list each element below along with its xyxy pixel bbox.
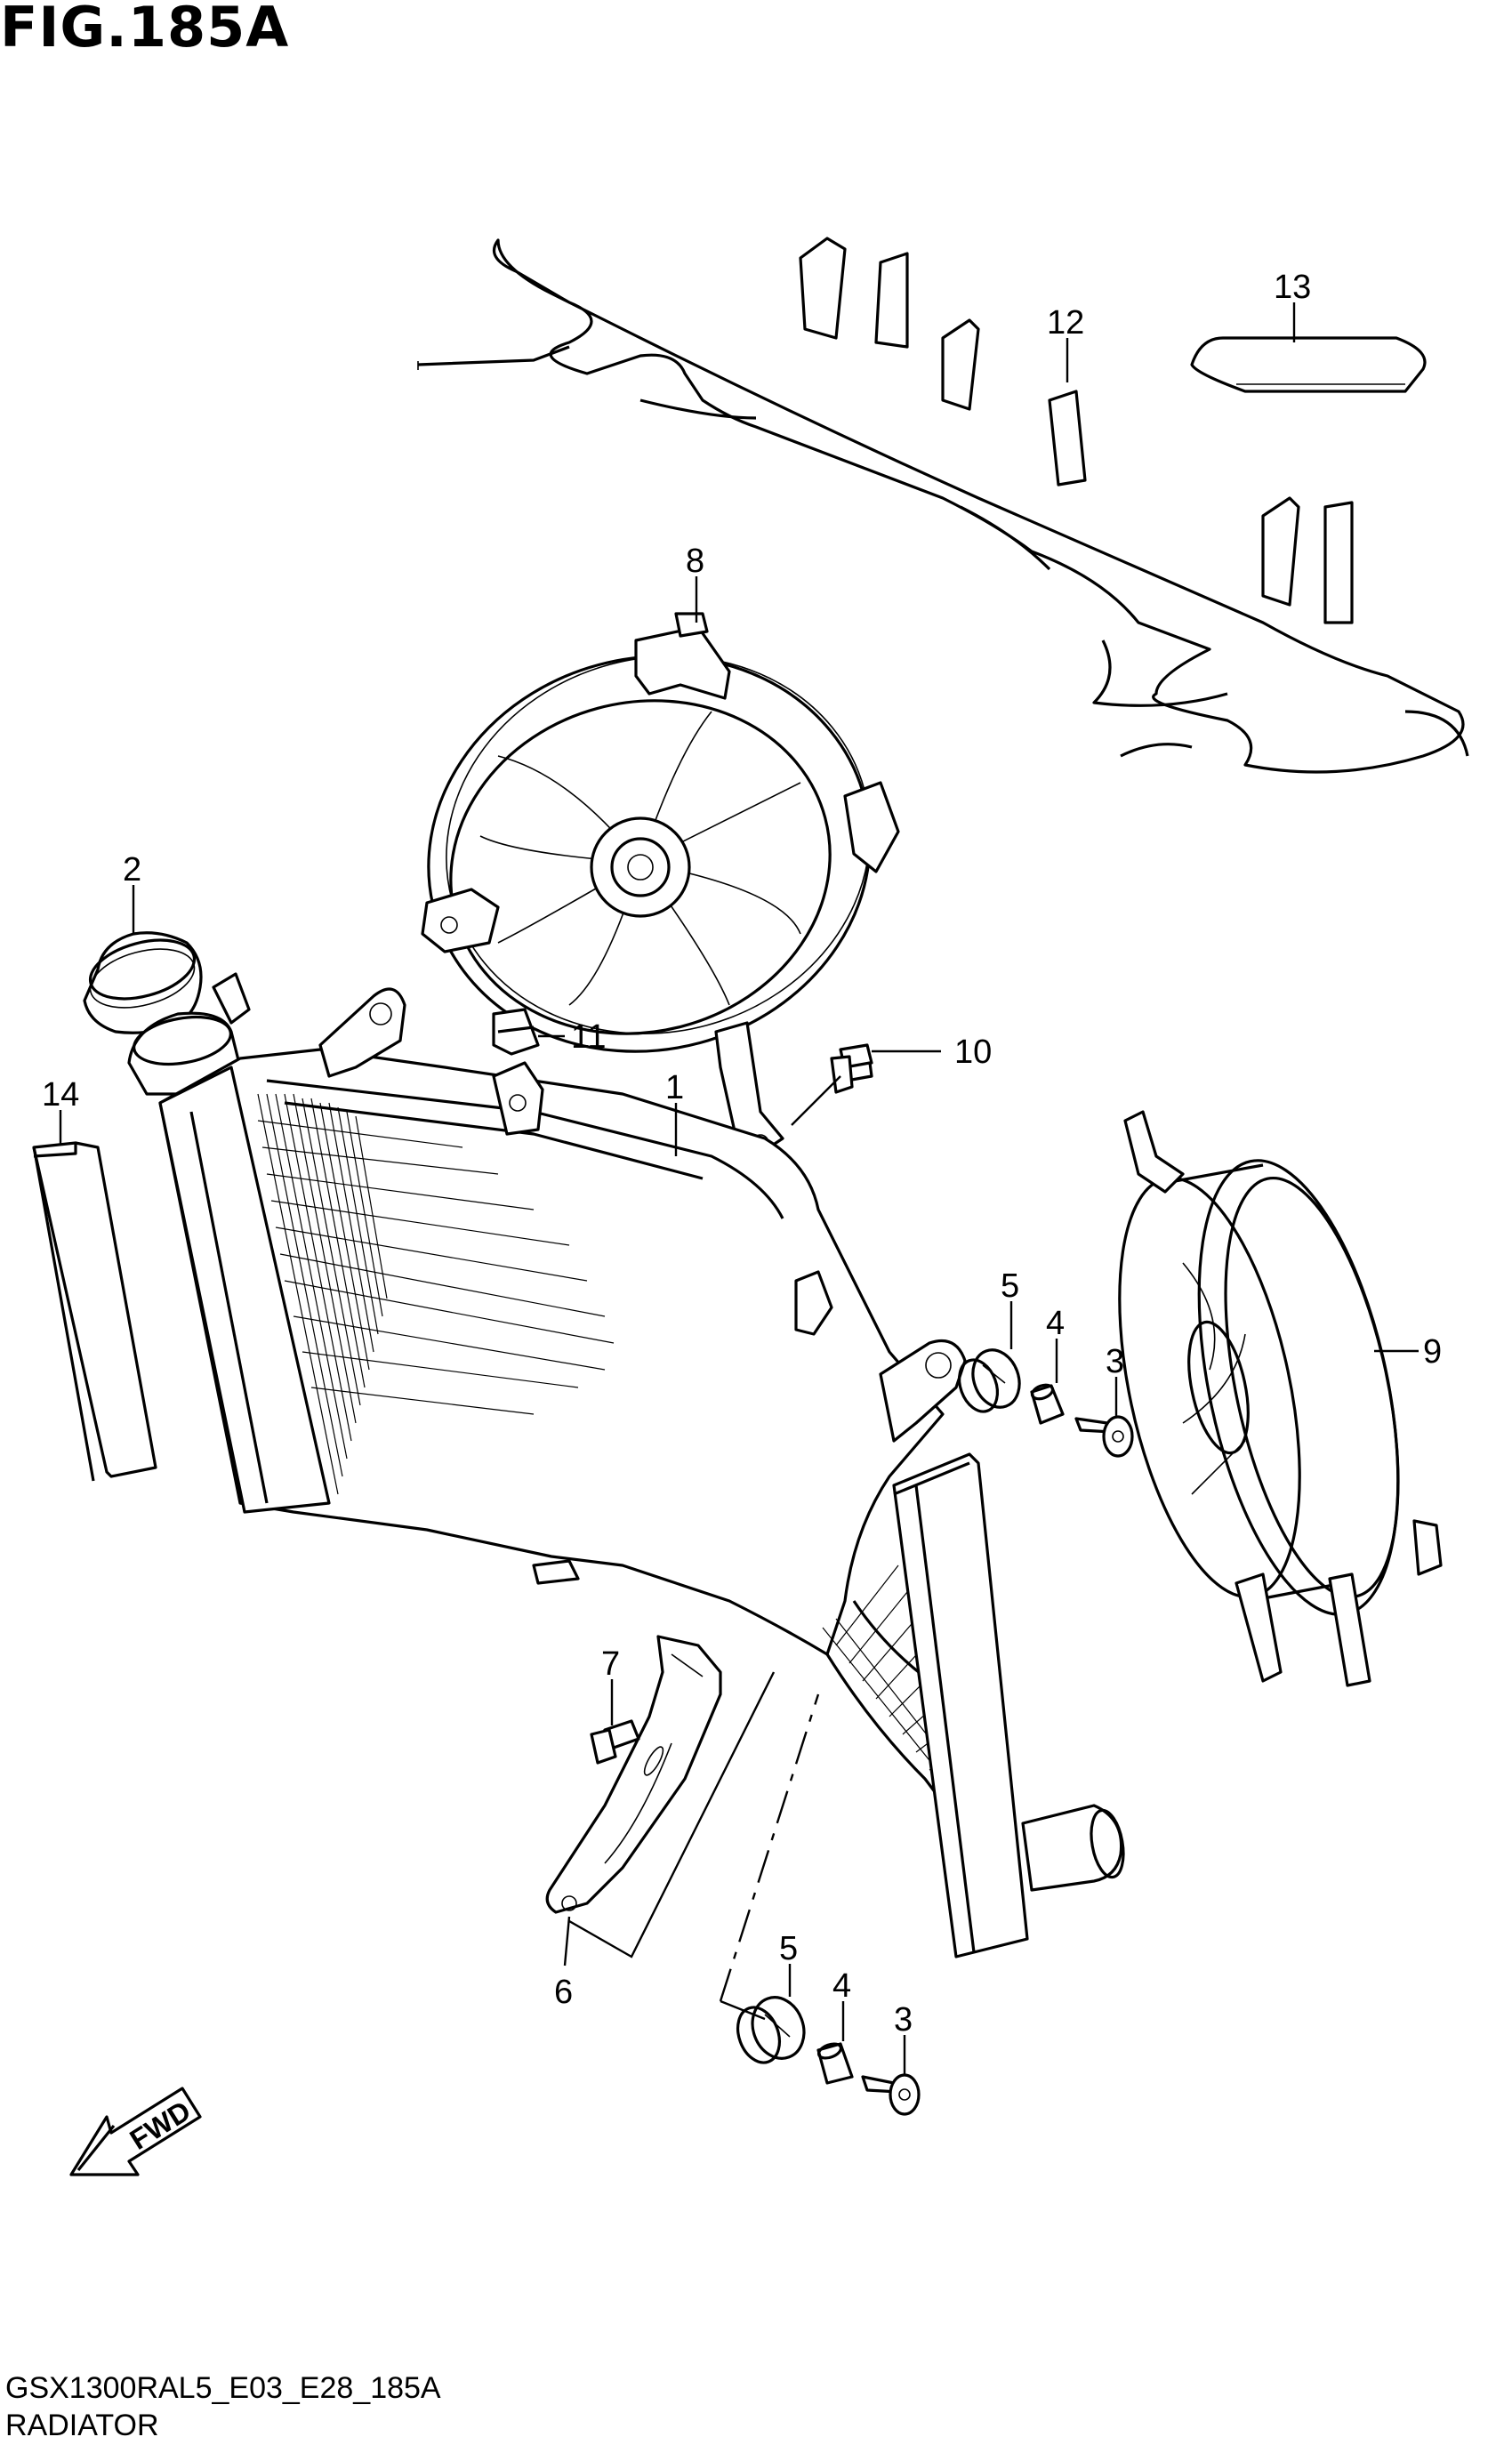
bolt-part-3-upper <box>1074 1415 1134 1458</box>
bracket-part-6 <box>545 1635 722 1914</box>
bolt-part-7 <box>590 1719 640 1765</box>
callout-4-upper: 4 <box>1046 1305 1065 1342</box>
radiator-core-part-1 <box>127 972 1125 1958</box>
cooling-fan-part-9 <box>1118 1110 1443 1687</box>
callout-5-upper: 5 <box>1001 1267 1019 1305</box>
callout-4-lower: 4 <box>832 1967 851 2005</box>
callout-10: 10 <box>954 1033 992 1071</box>
callout-12: 12 <box>1047 304 1084 342</box>
callout-9: 9 <box>1423 1333 1442 1371</box>
callout-3-upper: 3 <box>1106 1343 1124 1380</box>
drawing-name: RADIATOR <box>5 2409 159 2442</box>
clip-nut-part-11 <box>492 1008 540 1056</box>
callout-3-lower: 3 <box>894 2001 913 2039</box>
callout-14: 14 <box>42 1076 79 1114</box>
callout-6: 6 <box>554 1974 573 2011</box>
foam-strip-part-14 <box>32 1141 157 1482</box>
collar-part-4-upper <box>1030 1383 1065 1425</box>
callout-numbers: 1 2 3 3 4 4 5 5 6 7 8 9 10 11 12 13 14 <box>42 269 1442 2039</box>
callout-11: 11 <box>571 1018 606 1056</box>
core-fins-upper <box>257 1093 615 1495</box>
callout-1: 1 <box>665 1069 684 1106</box>
collar-part-4-lower <box>816 2042 854 2085</box>
label-part-13 <box>1190 336 1427 393</box>
callout-5-lower: 5 <box>779 1930 798 1967</box>
grommet-part-5-lower <box>736 1996 806 2064</box>
shroud-cover-part-12 <box>417 237 1469 774</box>
callout-7: 7 <box>601 1645 620 1683</box>
bolt-part-3-lower <box>861 2073 921 2116</box>
callout-13: 13 <box>1274 269 1311 306</box>
figure-title: FIG.185A <box>0 0 290 60</box>
callout-2: 2 <box>123 851 141 889</box>
cooling-fan-part-8 <box>421 612 900 1158</box>
drawing-code: GSX1300RAL5_E03_E28_185A <box>5 2371 441 2405</box>
grommet-part-5-upper <box>957 1348 1021 1413</box>
forward-direction-arrow: FWD <box>69 2087 202 2176</box>
callout-8: 8 <box>686 543 704 580</box>
leader-lines <box>59 302 1419 2075</box>
bolt-part-10 <box>830 1043 873 1094</box>
